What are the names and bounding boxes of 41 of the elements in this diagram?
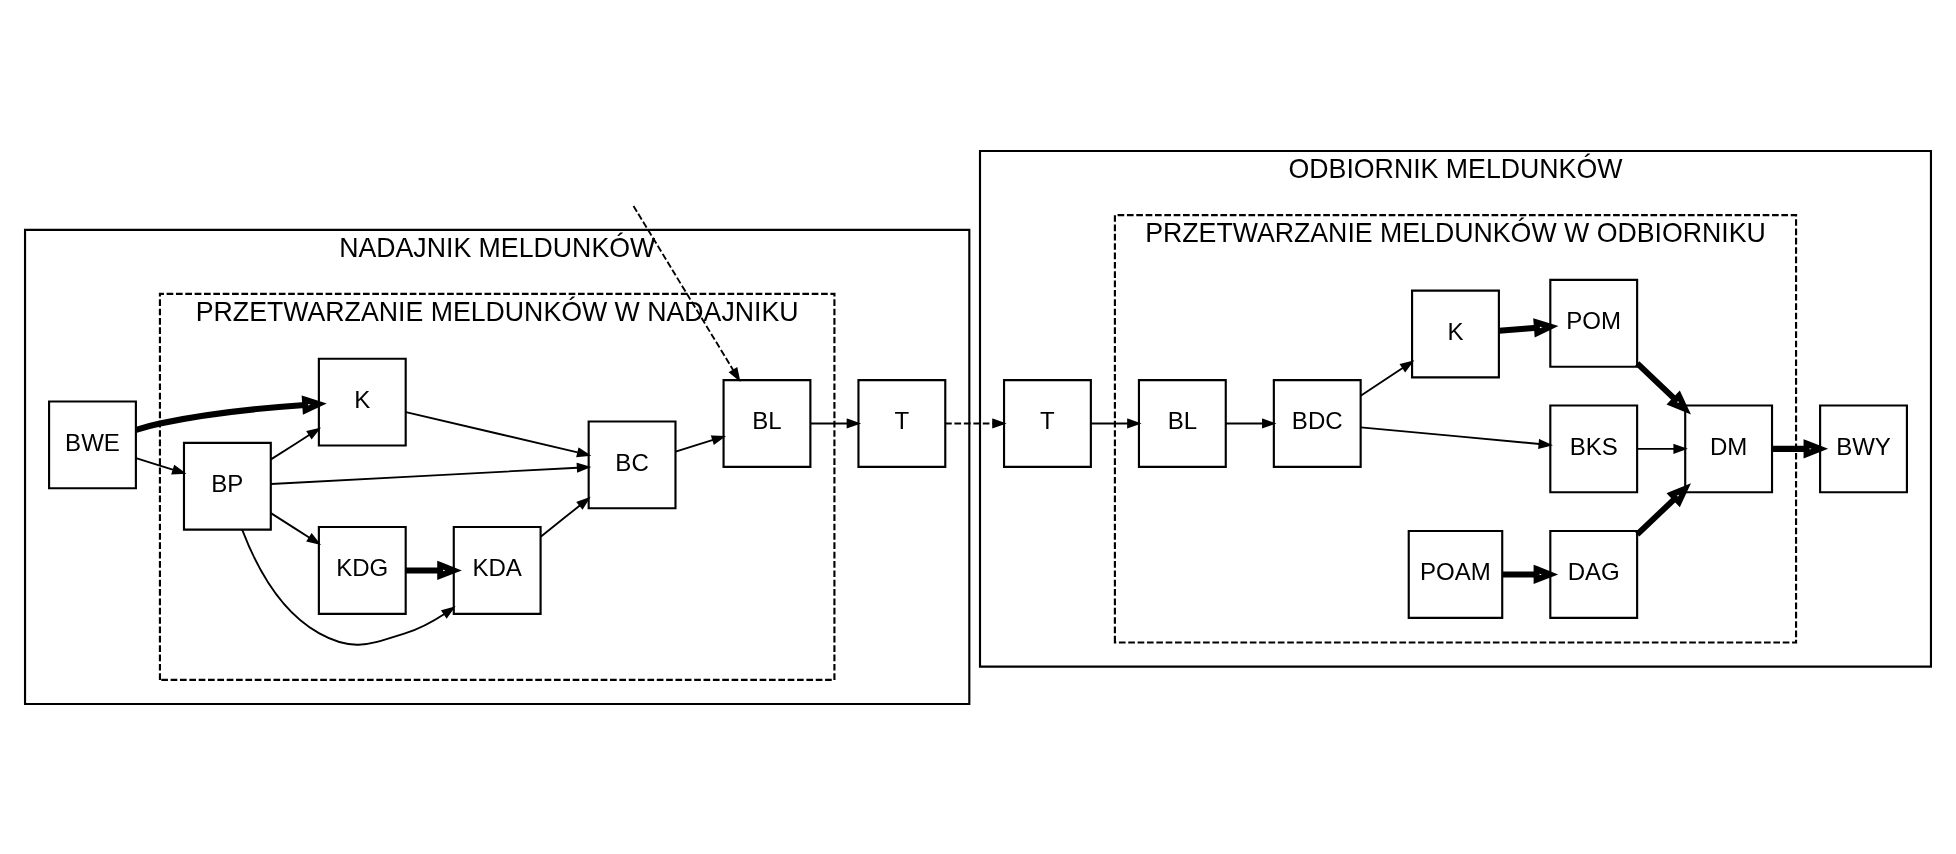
node-box: T (1002, 378, 1092, 468)
node-box: T (857, 378, 947, 468)
arrow (1635, 360, 1691, 414)
arrow (135, 395, 327, 433)
node-box: BP (182, 441, 272, 531)
node-box: POAM (1407, 529, 1504, 619)
arrow (1090, 417, 1142, 429)
node-box: BKS (1549, 403, 1639, 493)
node-box: POM (1549, 278, 1639, 368)
node-box: K (1411, 289, 1500, 378)
node-box: BL (1137, 378, 1227, 468)
arrow (1224, 417, 1277, 429)
arrow (674, 434, 727, 453)
node-box: DM (1684, 403, 1774, 493)
arrow (405, 410, 592, 457)
node-box: K (317, 357, 407, 447)
arrow (1635, 482, 1691, 537)
node-box: BWE (48, 399, 137, 489)
arrow (135, 456, 187, 474)
arrow (270, 511, 322, 545)
node-box: BDC (1272, 378, 1362, 468)
arrow (241, 528, 456, 646)
arrow (1772, 438, 1829, 459)
arrow (405, 560, 462, 580)
arrow (1636, 443, 1688, 454)
arrow (1359, 425, 1553, 449)
arrow (270, 427, 322, 460)
arrow (809, 417, 862, 429)
node-box: BC (587, 419, 677, 509)
node-box: KDG (317, 525, 407, 615)
node-box: BL (722, 378, 812, 468)
arrow (944, 417, 1007, 429)
arrow (632, 204, 741, 382)
node-box: BWY (1819, 403, 1908, 493)
node-box: DAG (1549, 529, 1639, 619)
arrow (539, 496, 591, 538)
arrow (1498, 317, 1559, 338)
arrow (1502, 564, 1559, 584)
node-box: KDA (452, 525, 542, 615)
arrow (270, 462, 592, 485)
arrow (1359, 359, 1415, 397)
